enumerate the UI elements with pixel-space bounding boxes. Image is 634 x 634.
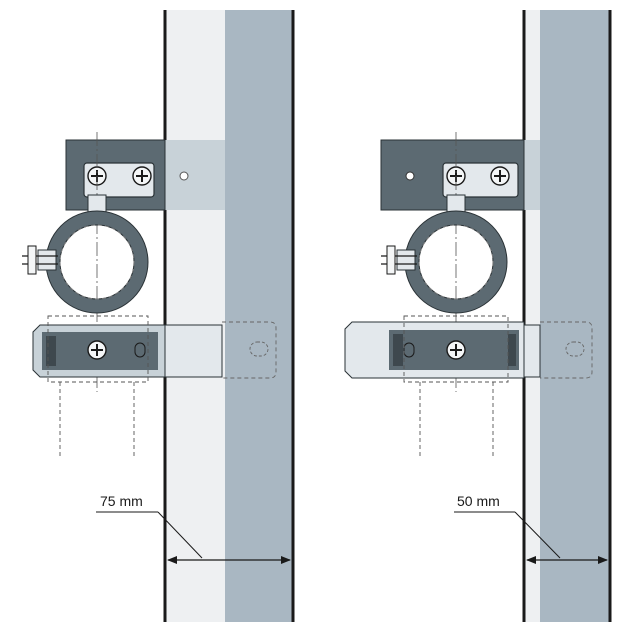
left-wall-light	[165, 10, 225, 622]
left-rail-slot	[134, 342, 146, 358]
right-rail-slot	[403, 342, 415, 358]
right-clamp-lug	[396, 249, 416, 271]
left-hidden-plate	[222, 321, 277, 379]
left-clamp-lug	[37, 249, 57, 271]
left-hidden-block	[47, 315, 149, 383]
screw-icon	[132, 166, 152, 186]
left-dimension-label: 75 mm	[100, 493, 143, 509]
screw-icon	[87, 340, 107, 360]
left-top-bracket-ext	[165, 140, 225, 210]
left-top-bracket-hole	[179, 171, 189, 181]
bolt-icon	[22, 245, 58, 275]
right-top-bracket-hole	[405, 171, 415, 181]
screw-icon	[446, 340, 466, 360]
right-panel: 50 mm	[344, 10, 612, 622]
right-hidden-plate	[540, 321, 593, 379]
left-wall-blue	[225, 10, 293, 622]
right-pipe-outline	[418, 224, 494, 300]
left-rail-ext	[159, 324, 223, 378]
left-pipe-outline	[59, 224, 135, 300]
right-top-bracket-ext	[524, 140, 540, 210]
bolt-icon	[381, 245, 417, 275]
screw-icon	[490, 166, 510, 186]
right-wall-blue	[540, 10, 610, 622]
left-panel: 75 mm	[22, 10, 295, 622]
right-dimension-label: 50 mm	[457, 493, 500, 509]
right-hidden-block	[403, 315, 509, 383]
right-wall-light	[524, 10, 540, 622]
